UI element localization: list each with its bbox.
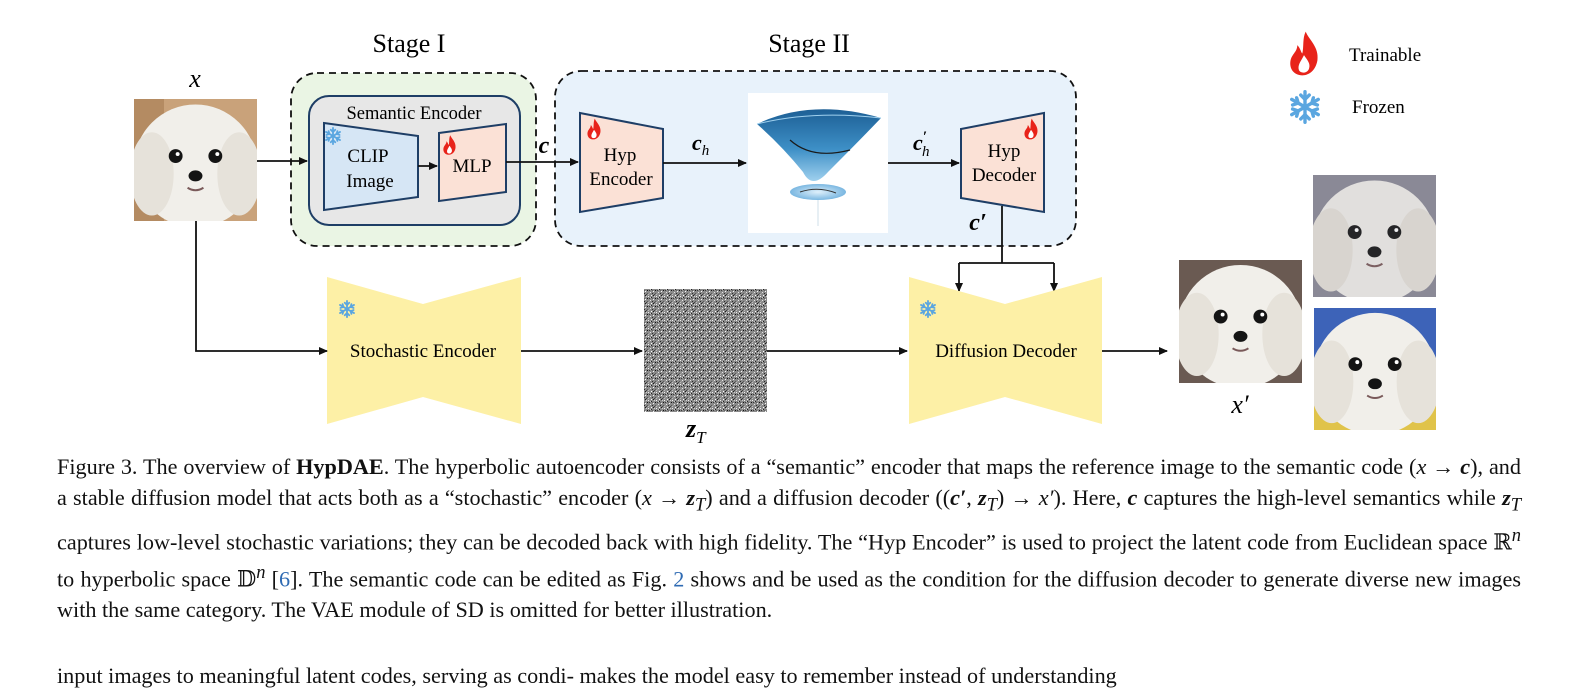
hyp-decoder-block: [960, 111, 1045, 214]
ch-label: ch: [692, 130, 709, 159]
hypdae-architecture-diagram: Stage I Stage II Semantic Encoder CLIP I…: [134, 29, 1436, 447]
hyp-decoder-line1: Hyp: [988, 141, 1021, 162]
figure-caption: Figure 3. The overview of HypDAE. The hy…: [57, 454, 1522, 623]
figure-reference-link[interactable]: 2: [673, 566, 685, 592]
legend-flame-icon: [1290, 31, 1318, 76]
c-prime-label: c′: [969, 210, 986, 236]
hyp-decoder-line2: Decoder: [972, 165, 1037, 186]
stage2-title: Stage II: [768, 29, 850, 58]
semantic-encoder-title: Semantic Encoder: [346, 104, 481, 124]
legend-frozen-label: Frozen: [1352, 97, 1405, 118]
hyp-encoder-block: [579, 111, 664, 214]
diffusion-decoder-label: Diffusion Decoder: [935, 341, 1077, 362]
c-label: c: [539, 133, 550, 159]
mlp-label: MLP: [452, 156, 491, 177]
output-image-top: [1313, 175, 1436, 297]
diffusion-decoder-block: [909, 277, 1102, 424]
body-text-partial-line: input images to meaningful latent codes,…: [57, 663, 1117, 688]
zT-label: zT: [685, 414, 707, 447]
citation-link[interactable]: 6: [279, 566, 291, 592]
clip-label-line2: Image: [346, 171, 393, 192]
output-label: x′: [1230, 390, 1249, 419]
ch-prime-label: c′h: [913, 129, 929, 160]
stochastic-encoder-label: Stochastic Encoder: [350, 341, 497, 362]
hyperbolic-space-illustration: [748, 93, 888, 233]
input-image: [134, 99, 257, 221]
arrow-input-to-stochastic-encoder: [195, 221, 328, 355]
method-name: HypDAE: [296, 454, 384, 479]
noise-latent-zT: [644, 289, 767, 412]
stage1-title: Stage I: [373, 29, 446, 58]
stochastic-encoder-block: [327, 277, 521, 424]
hyp-encoder-line2: Encoder: [589, 169, 653, 190]
mlp-block: [438, 122, 507, 203]
clip-label-line1: CLIP: [347, 146, 388, 167]
hyp-encoder-line1: Hyp: [604, 145, 637, 166]
figure-number: Figure 3.: [57, 454, 138, 479]
legend-trainable-label: Trainable: [1349, 45, 1421, 66]
clip-image-encoder: [323, 121, 419, 212]
input-label: x: [188, 64, 201, 93]
output-image-bottom: [1314, 308, 1436, 430]
legend-snowflake-icon: [1290, 90, 1320, 124]
output-image-main: [1179, 260, 1302, 383]
